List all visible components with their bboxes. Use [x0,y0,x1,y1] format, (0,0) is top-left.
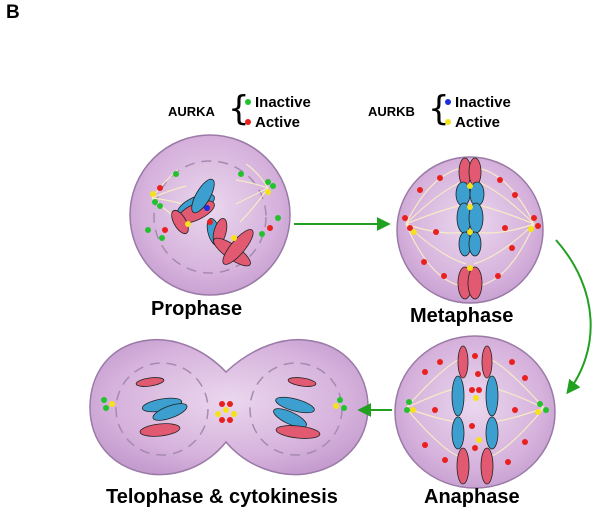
label-telophase: Telophase & cytokinesis [106,486,338,508]
inactive-dot-icon [445,99,451,106]
legend-aurka-active: Active [245,114,300,131]
legend-aurkb-active: Active [445,114,500,131]
anaphase-kinase-dots [404,353,549,465]
telophase-chromosomes [135,377,321,439]
prophase-kinase-dots [145,171,281,241]
panel-label: B [6,2,20,23]
telophase-kinase-dots [101,397,347,423]
prophase-cell [129,134,291,296]
legend-aurkb-brace: { [428,89,450,129]
metaphase-chromosomes [455,157,485,300]
legend-aurka-name: AURKA [168,104,215,119]
label-prophase: Prophase [151,298,243,320]
inactive-dot-icon [245,99,251,106]
legend-aurkb-inactive: Inactive [445,94,511,111]
active-dot-icon [445,119,451,126]
arrow-metaphase-to-anaphase [555,239,592,395]
anaphase-cell [394,335,556,489]
metaphase-cell [396,156,544,304]
prophase-chromosomes [171,178,254,267]
legend-aurka-active-label: Active [255,114,301,131]
legend-aurka-inactive: Inactive [245,94,311,111]
anaphase-chromosomes [451,345,499,485]
legend-aurkb-name: AURKB [368,104,415,119]
legend-aurkb: AURKB { Inactive Active [368,89,528,134]
legend-aurka: AURKA { Inactive Active [168,89,318,134]
legend-aurkb-active-label: Active [455,114,501,131]
metaphase-kinase-dots [402,175,541,279]
active-dot-icon [245,119,251,126]
legend-aurka-inactive-label: Inactive [255,94,311,111]
telophase-cell [89,338,369,476]
prophase-spindle-right [235,163,269,223]
legend-aurkb-inactive-label: Inactive [455,94,511,111]
label-anaphase: Anaphase [424,486,520,508]
legend-aurka-brace: { [228,89,250,129]
label-metaphase: Metaphase [410,305,514,327]
